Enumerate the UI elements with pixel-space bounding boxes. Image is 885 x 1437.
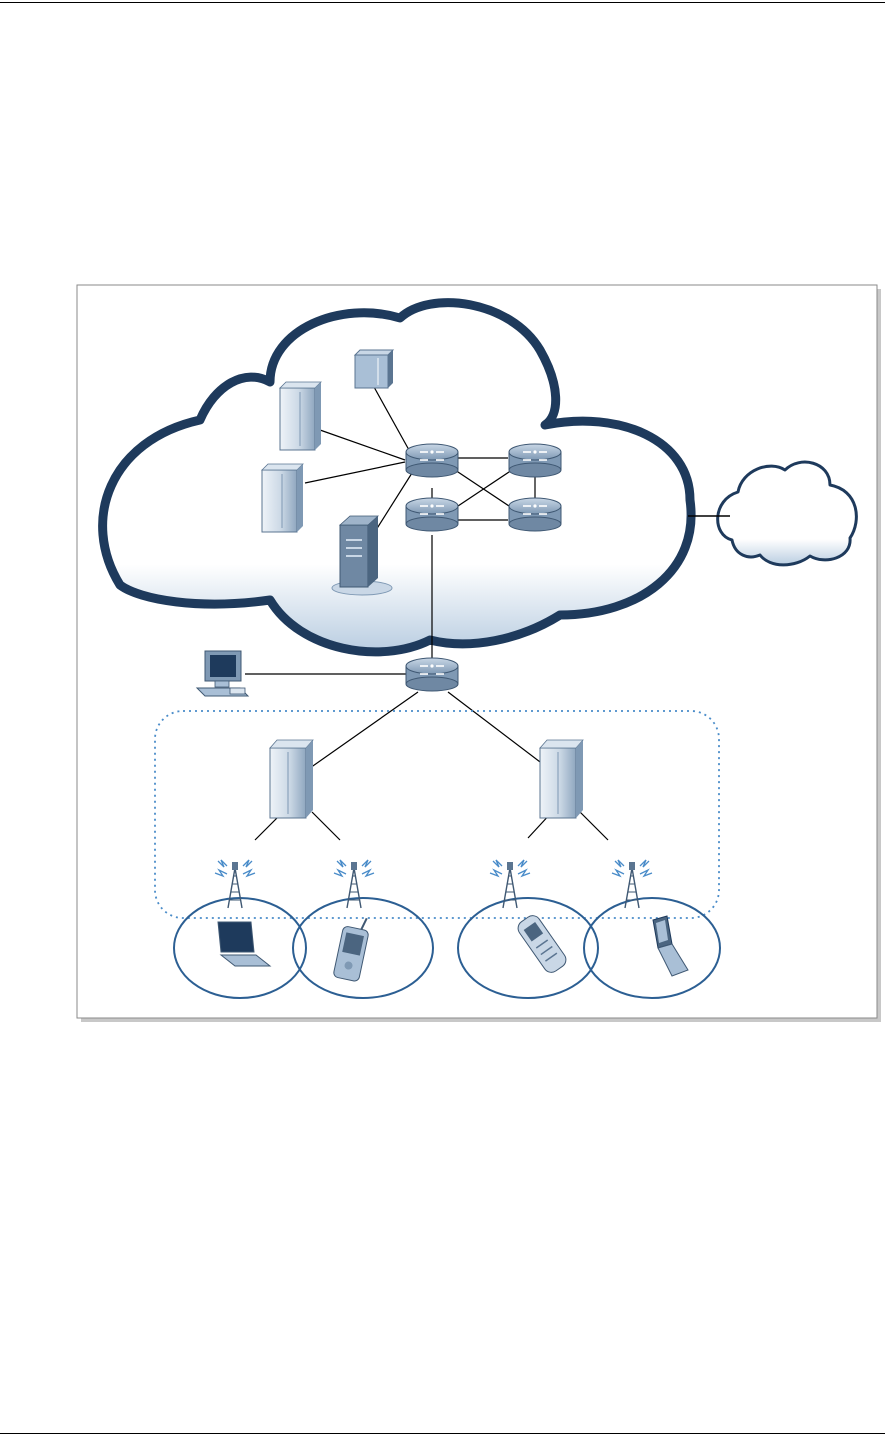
server-rack-icon <box>280 382 321 450</box>
router-icon <box>406 498 458 531</box>
router-icon <box>406 658 458 691</box>
database-server-icon <box>355 350 393 388</box>
server-rack-icon <box>540 740 583 818</box>
router-icon <box>406 444 458 477</box>
server-rack-icon <box>262 464 303 532</box>
router-icon <box>509 444 561 477</box>
router-icon <box>509 498 561 531</box>
workstation-icon <box>197 651 248 696</box>
server-rack-icon <box>270 740 313 818</box>
